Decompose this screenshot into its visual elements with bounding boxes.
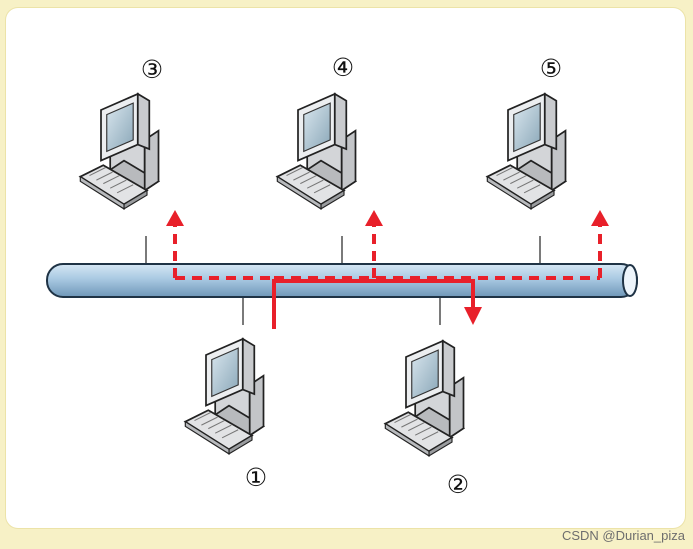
label-2-receiver: ②: [447, 470, 469, 499]
computer-2-icon: [384, 340, 465, 457]
computer-5-icon: [486, 93, 567, 210]
svg-text:⑤: ⑤: [540, 54, 562, 83]
label-1-sender: ①: [245, 463, 267, 492]
label-4: ④: [332, 53, 354, 82]
svg-text:④: ④: [332, 53, 354, 82]
watermark: CSDN @Durian_piza: [561, 528, 685, 543]
label-3: ③: [141, 55, 163, 84]
receiver-arrowhead: [464, 307, 482, 325]
svg-text:③: ③: [141, 55, 163, 84]
svg-text:①: ①: [245, 463, 267, 492]
computer-3-icon: [79, 93, 160, 210]
broadcast-arrowheads: [166, 210, 609, 226]
label-5: ⑤: [540, 54, 562, 83]
broadcast-signal: [173, 225, 602, 280]
svg-text:②: ②: [447, 470, 469, 499]
unicast-signal: [272, 279, 475, 329]
computer-4-icon: [276, 93, 357, 210]
computer-1-icon: [184, 338, 265, 455]
